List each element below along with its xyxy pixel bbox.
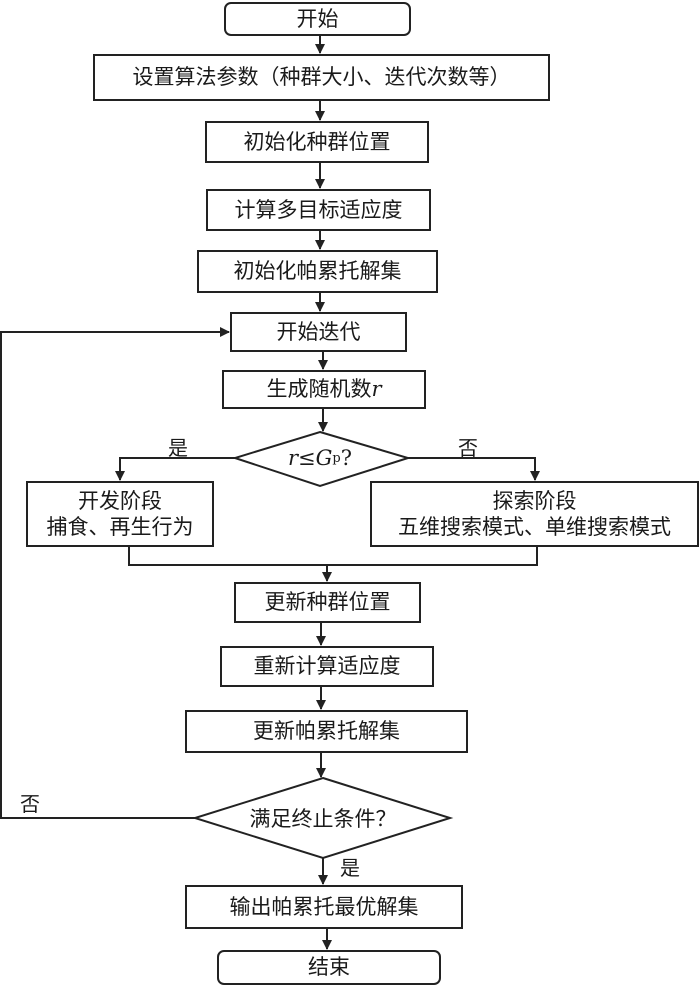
init-pareto-node: 初始化帕累托解集 xyxy=(197,250,438,293)
gen-random-node: 生成随机数r xyxy=(222,370,426,409)
init-population-label: 初始化种群位置 xyxy=(243,129,391,154)
exploit-desc: 捕食、再生行为 xyxy=(46,515,194,539)
set-params-node: 设置算法参数（种群大小、迭代次数等） xyxy=(93,54,550,101)
start-iteration-label: 开始迭代 xyxy=(276,319,361,344)
start-node: 开始 xyxy=(224,2,411,36)
merge-line xyxy=(128,546,538,566)
output-label: 输出帕累托最优解集 xyxy=(229,894,419,919)
end-node: 结束 xyxy=(217,950,441,985)
recalc-fitness-label: 重新计算适应度 xyxy=(253,654,401,679)
arrow-yes-to-exploit xyxy=(115,457,235,481)
init-pareto-label: 初始化帕累托解集 xyxy=(233,259,402,284)
update-pareto-label: 更新帕累托解集 xyxy=(253,719,400,744)
no-label-phase: 否 xyxy=(458,436,478,460)
arrow-loop-back xyxy=(0,327,230,819)
yes-label-termination: 是 xyxy=(340,856,360,880)
update-population-node: 更新种群位置 xyxy=(234,582,421,623)
calc-fitness-label: 计算多目标适应度 xyxy=(234,197,403,222)
recalc-fitness-node: 重新计算适应度 xyxy=(220,646,434,687)
update-pareto-node: 更新帕累托解集 xyxy=(185,710,468,753)
decision-diamond-phase xyxy=(231,430,412,488)
set-params-label: 设置算法参数（种群大小、迭代次数等） xyxy=(132,65,511,90)
var-r: r xyxy=(371,377,382,402)
init-population-node: 初始化种群位置 xyxy=(205,121,429,163)
end-label: 结束 xyxy=(308,955,350,980)
start-iteration-node: 开始迭代 xyxy=(230,312,407,352)
gen-random-label: 生成随机数r xyxy=(266,377,382,402)
explore-node: 探索阶段 五维搜索模式、单维搜索模式 xyxy=(370,481,699,547)
decision-diamond-termination xyxy=(191,776,454,860)
explore-title: 探索阶段 xyxy=(492,488,577,513)
update-population-label: 更新种群位置 xyxy=(264,590,391,615)
calc-fitness-node: 计算多目标适应度 xyxy=(206,189,431,231)
explore-desc: 五维搜索模式、单维搜索模式 xyxy=(398,515,671,539)
output-node: 输出帕累托最优解集 xyxy=(185,885,463,929)
exploit-node: 开发阶段 捕食、再生行为 xyxy=(26,481,214,547)
yes-label-phase: 是 xyxy=(168,436,188,460)
no-label-termination: 否 xyxy=(20,792,40,816)
termination-label: 满足终止条件？ xyxy=(249,807,397,831)
arrow-no-to-explore xyxy=(408,457,540,481)
start-label: 开始 xyxy=(296,6,339,31)
exploit-title: 开发阶段 xyxy=(78,488,162,513)
